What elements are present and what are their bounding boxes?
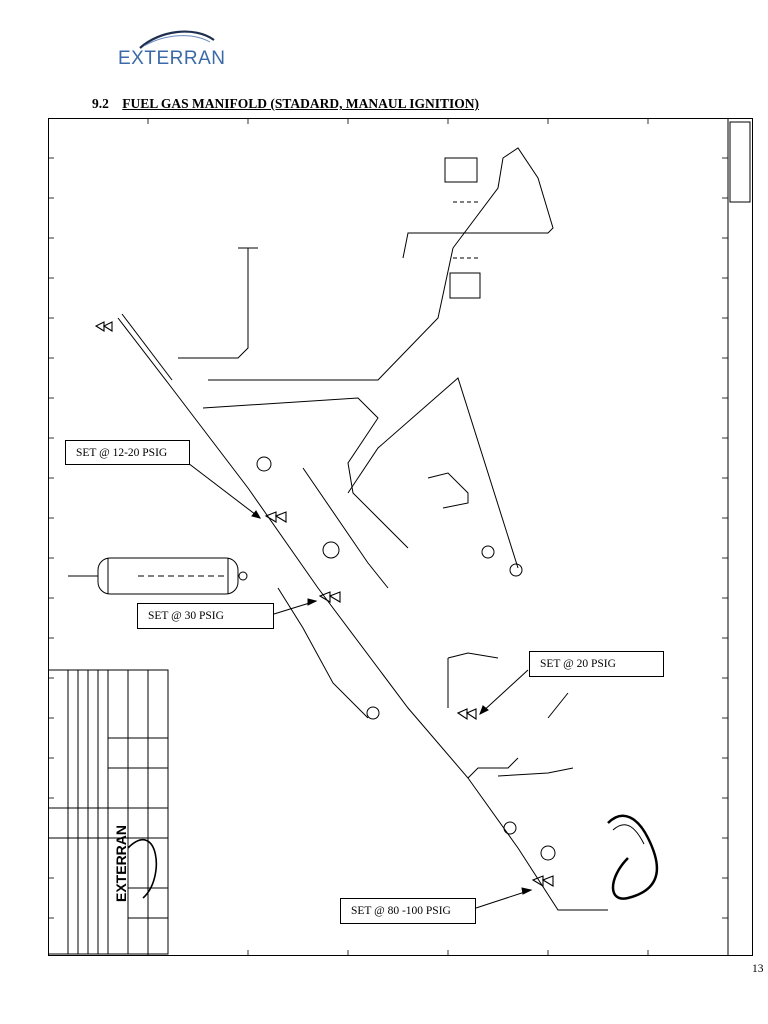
logo-text: EXTERRAN	[118, 48, 226, 69]
callout-label: SET @ 12-20 PSIG	[76, 446, 168, 459]
callout-label: SET @ 80 -100 PSIG	[351, 905, 451, 917]
callout-set-12-20-psig: SET @ 12-20 PSIG	[65, 440, 190, 465]
title-block-company: EXTERRAN	[113, 825, 129, 902]
callout-set-30-psig: SET @ 30 PSIG	[137, 603, 274, 629]
callout-set-20-psig: SET @ 20 PSIG	[529, 651, 664, 677]
callout-set-80-100-psig: SET @ 80 -100 PSIG	[340, 898, 476, 924]
section-title: FUEL GAS MANIFOLD (STADARD, MANAUL IGNIT…	[122, 96, 480, 111]
section-heading: 9.2 FUEL GAS MANIFOLD (STADARD, MANAUL I…	[92, 96, 479, 112]
callout-label: SET @ 30 PSIG	[148, 610, 224, 622]
fuel-gas-manifold-drawing: EXTERRAN	[48, 118, 753, 956]
page-number: 13	[752, 963, 764, 975]
section-number: 9.2	[92, 96, 109, 111]
callout-label: SET @ 20 PSIG	[540, 658, 616, 670]
exterran-logo-swoosh	[139, 30, 215, 49]
